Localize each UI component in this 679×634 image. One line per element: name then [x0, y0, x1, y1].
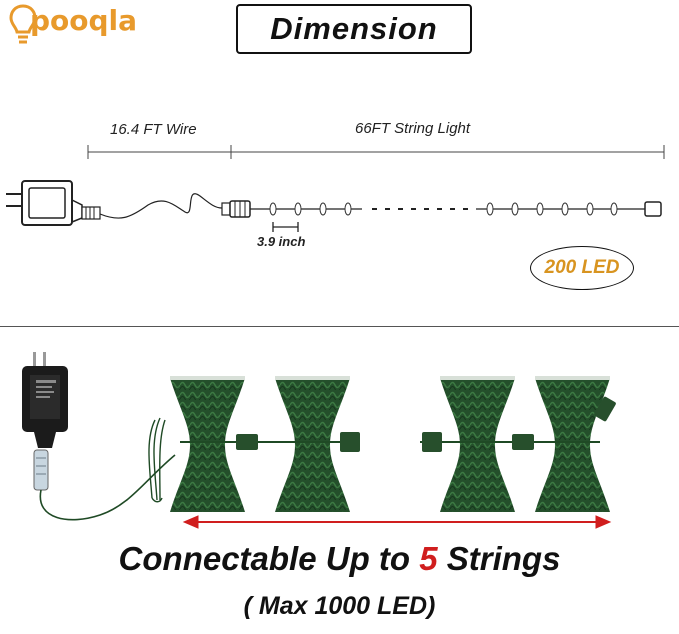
wire-connector: [221, 200, 251, 218]
wire-coil: [148, 417, 166, 503]
light-bundle-1: [170, 376, 245, 512]
lightbulb-icon: [9, 4, 37, 44]
lead-wire: [99, 193, 223, 219]
max-led-text: ( Max 1000 LED): [243, 592, 436, 620]
dimension-lines: [87, 145, 665, 159]
title-box: Dimension: [236, 4, 472, 54]
lead-cable: [39, 454, 176, 521]
spacing-marker: [272, 222, 299, 232]
connectable-text: Connectable Up to 5 Strings: [0, 540, 679, 578]
wire-length-label: 16.4 FT Wire: [110, 121, 197, 138]
connect-arrow: [182, 515, 612, 529]
end-cap: [644, 201, 662, 217]
power-adapter: [6, 180, 101, 226]
bulb-spacing-label: 3.9 inch: [257, 234, 306, 249]
led-bulbs: [269, 202, 618, 216]
string-length-label: 66FT String Light: [355, 120, 471, 137]
connect-prefix: Connectable Up to: [118, 540, 411, 577]
connect-suffix: Strings: [446, 540, 561, 577]
led-count-badge: 200 LED: [530, 246, 634, 290]
section-divider: [0, 326, 679, 327]
light-bundle-3: [440, 376, 515, 512]
light-bundle-4: [535, 376, 610, 512]
page-title: Dimension: [270, 11, 438, 46]
brand-logo: pooqla: [8, 2, 148, 50]
connect-number: 5: [419, 540, 438, 577]
dimension-diagram: [6, 145, 665, 232]
bundle-connectors: [180, 396, 616, 452]
led-count-label: 200 LED: [544, 257, 620, 278]
brand-name: pooqla: [30, 4, 138, 37]
plug-adapter: [22, 352, 68, 491]
light-bundle-2: [275, 376, 350, 512]
